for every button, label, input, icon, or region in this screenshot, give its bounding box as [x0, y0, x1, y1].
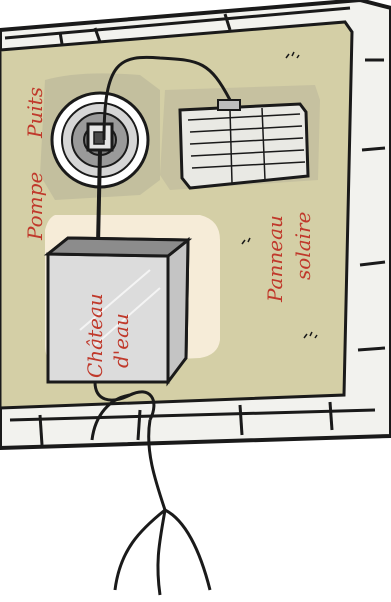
label-panel-line2: solaire [291, 212, 315, 280]
label-panel-line1: Panneau [263, 215, 287, 303]
solar-panel [180, 100, 308, 188]
label-tower-line2: d'eau [109, 313, 133, 368]
label-well: Puits [23, 87, 47, 139]
label-pump: Pompe [23, 172, 47, 241]
pump-tower-pipe [98, 150, 100, 245]
label-tower-line1: Château [83, 293, 107, 378]
pump [88, 124, 112, 150]
